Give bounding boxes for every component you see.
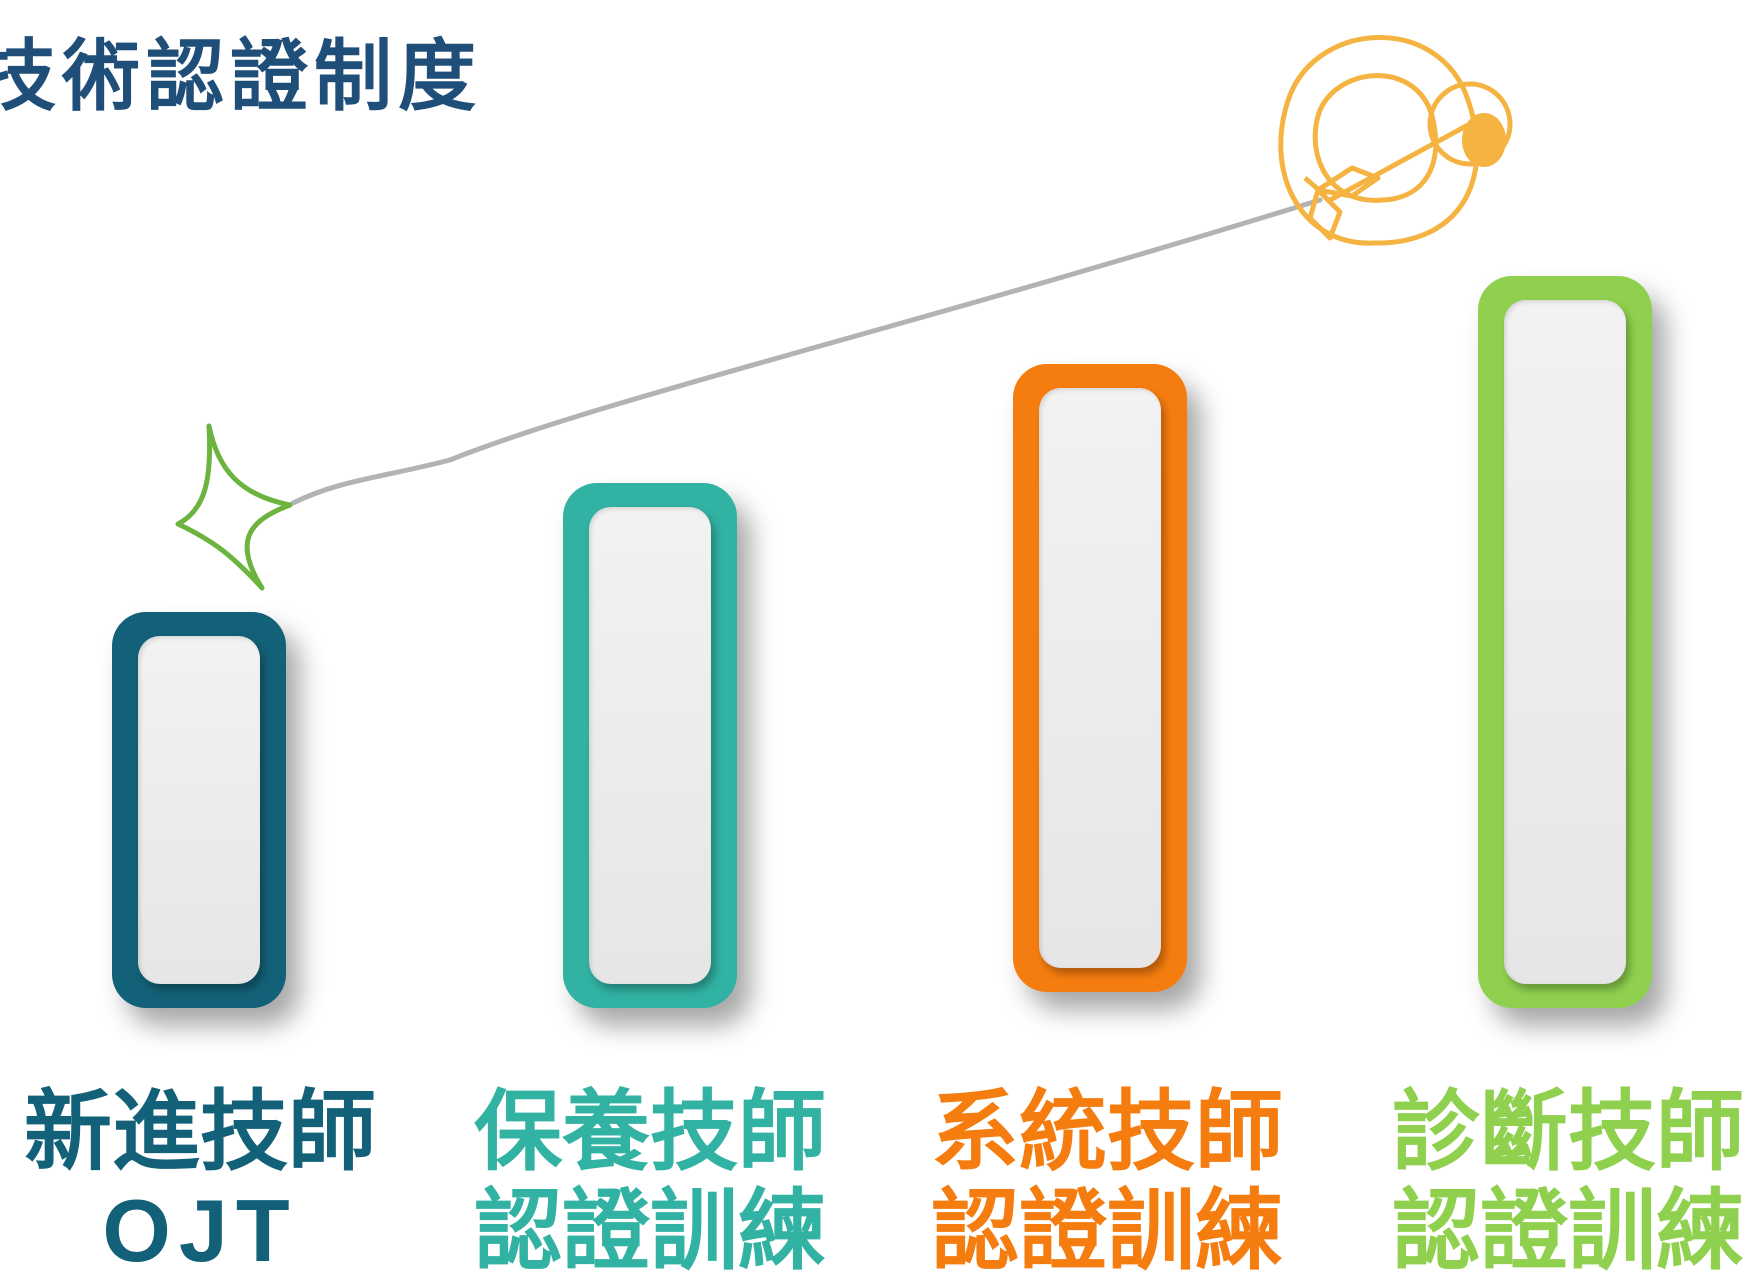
arrow-fletching-icon bbox=[1303, 165, 1381, 241]
level-2-bar-inner bbox=[589, 507, 711, 984]
level-1-subtitle: OJT bbox=[102, 1181, 298, 1281]
level-3-subtitle: 認證訓練 bbox=[930, 1179, 1283, 1282]
level-1-bar-inner bbox=[138, 636, 260, 984]
target-arrow-shaft bbox=[1327, 122, 1471, 203]
level-4-title: 診斷技師 bbox=[1391, 1080, 1744, 1183]
level-3-label: 系統技師 認證訓練 bbox=[897, 1082, 1317, 1281]
level-3-title: 系統技師 bbox=[930, 1080, 1283, 1183]
level-1-label: 新進技師 OJT bbox=[0, 1082, 410, 1281]
level-1-title: 新進技師 bbox=[23, 1080, 376, 1183]
level-4-subtitle: 認證訓練 bbox=[1391, 1179, 1744, 1282]
level-2-title: 保養技師 bbox=[473, 1080, 826, 1183]
level-4-bar-inner bbox=[1504, 300, 1626, 984]
page-title: 技術認證制度 bbox=[0, 32, 483, 122]
level-3-bar-inner bbox=[1039, 388, 1161, 968]
level-4-label: 診斷技師 認證訓練 bbox=[1358, 1082, 1747, 1281]
target-icon bbox=[1278, 35, 1513, 246]
star-sparkle-icon bbox=[175, 423, 293, 591]
level-1-bar bbox=[112, 612, 286, 1008]
level-4-bar bbox=[1478, 276, 1652, 1008]
progress-arrow-line bbox=[290, 197, 1323, 506]
level-3-bar bbox=[1013, 364, 1187, 992]
level-2-bar bbox=[563, 483, 737, 1008]
target-bullseye bbox=[1462, 113, 1506, 167]
level-2-label: 保養技師 認證訓練 bbox=[440, 1082, 860, 1281]
level-2-subtitle: 認證訓練 bbox=[473, 1179, 826, 1282]
